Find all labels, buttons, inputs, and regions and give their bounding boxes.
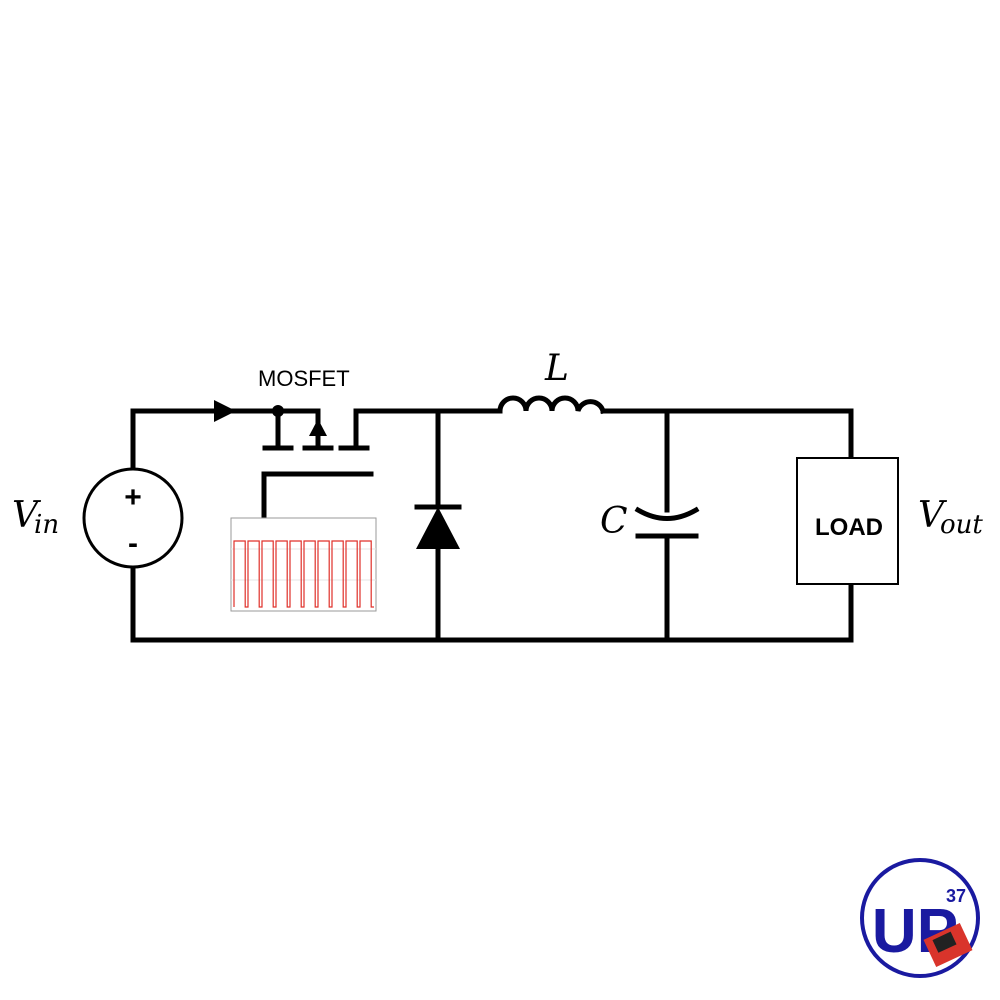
inductor-symbol bbox=[497, 395, 607, 415]
source-plus-sign: + bbox=[124, 481, 142, 514]
mosfet-label: MOSFET bbox=[258, 366, 350, 391]
junction-dot bbox=[272, 405, 284, 417]
source-minus-sign: - bbox=[128, 527, 138, 560]
voltage-source: + - bbox=[82, 467, 184, 569]
vin-label-main: V bbox=[12, 495, 42, 536]
mosfet-symbol bbox=[262, 419, 370, 451]
vin-label-sub: in bbox=[34, 510, 59, 540]
pwm-waveform bbox=[233, 540, 374, 608]
vin-label: V in bbox=[12, 495, 59, 540]
load-box: LOAD bbox=[796, 457, 899, 585]
pwm-signal-plot bbox=[230, 517, 377, 612]
vout-label: V out bbox=[918, 495, 983, 540]
up37-logo: UP 37 bbox=[860, 858, 980, 978]
diode-symbol bbox=[414, 504, 462, 549]
load-label: LOAD bbox=[815, 514, 883, 541]
mosfet-body-arrow-icon bbox=[309, 419, 327, 436]
capacitor-label: C bbox=[600, 501, 628, 542]
logo-superscript: 37 bbox=[946, 886, 966, 906]
current-arrow-icon bbox=[214, 400, 236, 422]
vout-label-sub: out bbox=[940, 510, 983, 540]
diode-triangle-icon bbox=[416, 507, 460, 549]
vout-label-main: V bbox=[918, 495, 948, 536]
circuit-wires bbox=[130, 408, 854, 643]
capacitor-symbol bbox=[634, 506, 700, 539]
inductor-label: L bbox=[544, 348, 569, 389]
